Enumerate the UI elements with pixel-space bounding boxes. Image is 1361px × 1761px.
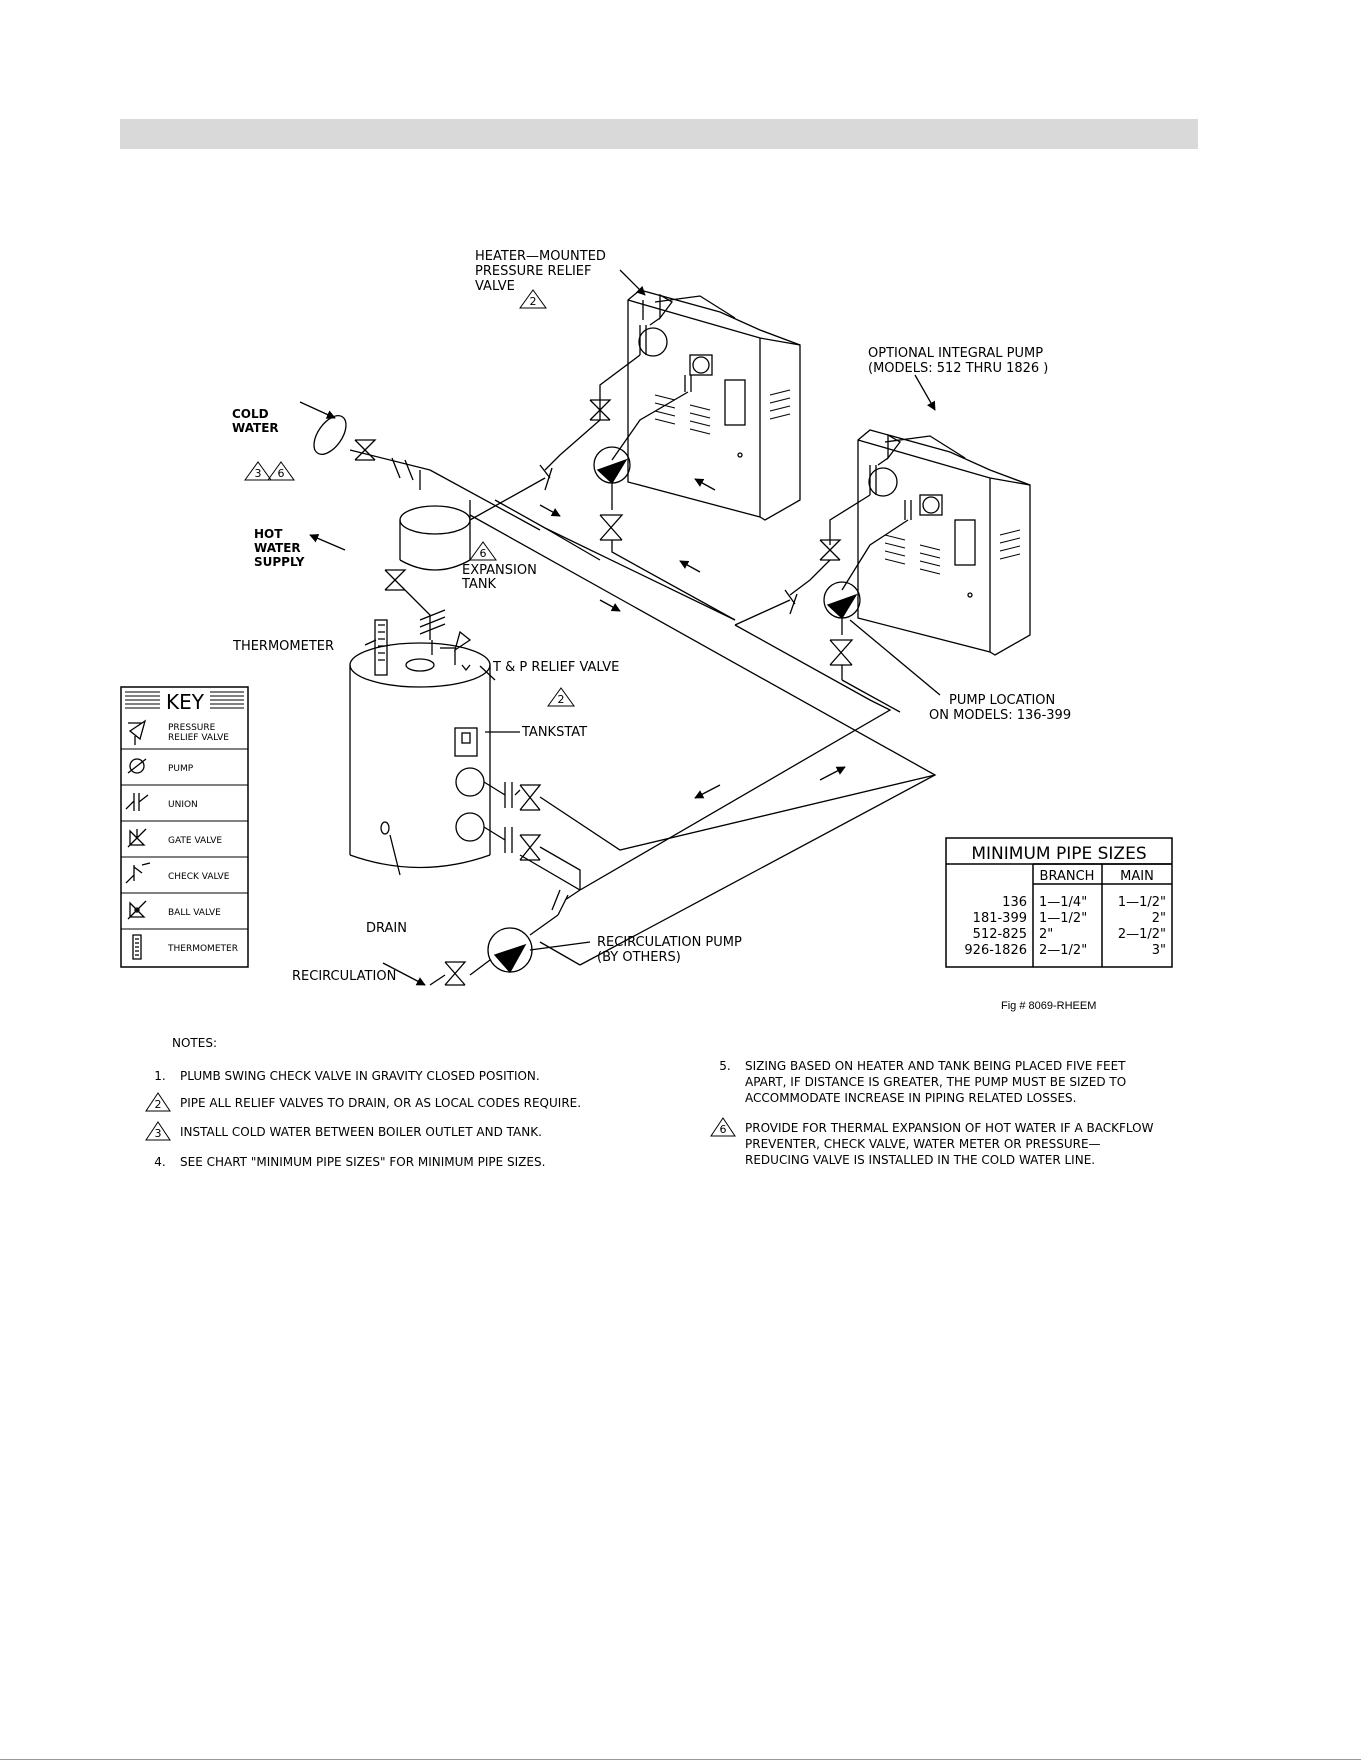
note-text: PROVIDE FOR THERMAL EXPANSION OF HOT WAT… (745, 1121, 1154, 1167)
label-recirc-pump-2: (BY OTHERS) (597, 950, 681, 965)
note-triangle-marker: 3 (140, 1121, 180, 1146)
note-item: 6 PROVIDE FOR THERMAL EXPANSION OF HOT WA… (705, 1117, 1154, 1168)
key-label: UNION (168, 800, 198, 810)
label-cold-water-2: WATER (232, 421, 279, 435)
pipe-model: 926-1826 (964, 943, 1027, 958)
pipe-model: 136 (1002, 895, 1027, 910)
notes-title: NOTES: (172, 1036, 217, 1050)
svg-text:6: 6 (720, 1123, 727, 1136)
label-heater-relief-1: HEATER—MOUNTED (475, 249, 606, 264)
key-label: PUMP (168, 764, 194, 774)
key-label: GATE VALVE (168, 836, 222, 846)
flow-arrows (539, 478, 846, 799)
header-bar (120, 119, 1198, 149)
pipe-branch-size: 2" (1039, 927, 1053, 942)
note-triangle-marker: 6 (705, 1117, 745, 1142)
key-label: PRESSURE (168, 723, 216, 733)
label-expansion-2: TANK (461, 577, 497, 592)
triangle-note-6-tank: 6 (480, 547, 487, 560)
pipe-sizes-table: MINIMUM PIPE SIZES BRANCH MAIN 136 1—1/4"… (945, 837, 1173, 968)
note-text: PLUMB SWING CHECK VALVE IN GRAVITY CLOSE… (180, 1069, 540, 1083)
key-title: KEY (166, 690, 205, 714)
pipe-branch-size: 2—1/2" (1039, 943, 1087, 958)
pipe-table-title: MINIMUM PIPE SIZES (971, 844, 1146, 864)
page-bottom-rule (0, 1759, 1361, 1760)
pipe-branch-size: 1—1/2" (1039, 911, 1087, 926)
key-label: THERMOMETER (167, 944, 238, 954)
supply-main (469, 514, 937, 966)
note-item: 2 PIPE ALL RELIEF VALVES TO DRAIN, OR AS … (140, 1092, 582, 1117)
pipe-header-branch: BRANCH (1040, 869, 1095, 884)
note-text: SEE CHART "MINIMUM PIPE SIZES" FOR MINIM… (180, 1155, 546, 1169)
note-triangle-marker: 2 (140, 1092, 180, 1117)
note-number: 4. (154, 1155, 166, 1169)
pump-icon (127, 758, 147, 774)
piping-diagram: 2 3 6 6 2 HEATER—MOUNTED PRESSURE RELIEF… (120, 249, 1173, 986)
water-heater-2 (857, 429, 1031, 656)
label-hot-water-3: SUPPLY (254, 555, 305, 569)
label-optional-pump-2: (MODELS: 512 THRU 1826 ) (868, 361, 1048, 376)
label-pump-location-1: PUMP LOCATION (949, 693, 1055, 708)
check-valve-icon (125, 862, 151, 884)
triangle-note-2-tp: 2 (558, 693, 565, 706)
pipe-main-size: 2—1/2" (1118, 927, 1166, 942)
storage-tank (349, 619, 491, 869)
gate-valve-icon (127, 828, 147, 848)
label-heater-relief-3: VALVE (475, 279, 515, 294)
label-recirculation: RECIRCULATION (292, 969, 396, 984)
note-text: SIZING BASED ON HEATER AND TANK BEING PL… (745, 1059, 1127, 1105)
label-optional-pump-1: OPTIONAL INTEGRAL PUMP (868, 346, 1043, 361)
ball-valve-icon (127, 900, 147, 920)
label-heater-relief-2: PRESSURE RELIEF (475, 264, 592, 279)
return-main (494, 499, 601, 561)
note-text: INSTALL COLD WATER BETWEEN BOILER OUTLET… (180, 1125, 542, 1139)
key-label: BALL VALVE (168, 908, 221, 918)
label-drain: DRAIN (366, 921, 407, 936)
note-number: 5. (719, 1059, 731, 1073)
key-label: CHECK VALVE (168, 872, 230, 882)
triangle-note-3: 3 (255, 467, 262, 480)
note-item: 3 INSTALL COLD WATER BETWEEN BOILER OUTLE… (140, 1121, 542, 1146)
expansion-tank (399, 505, 471, 571)
pipe-main-size: 2" (1152, 911, 1166, 926)
label-cold-water-1: COLD (232, 407, 269, 421)
pipe-main-size: 3" (1152, 943, 1166, 958)
label-tp-relief: T & P RELIEF VALVE (492, 660, 619, 675)
union-icon (125, 793, 149, 811)
label-thermometer: THERMOMETER (232, 639, 334, 654)
label-hot-water-2: WATER (254, 541, 301, 555)
label-recirc-pump-1: RECIRCULATION PUMP (597, 935, 742, 950)
figure-number: Fig # 8069-RHEEM (1001, 1000, 1097, 1012)
triangle-note-6: 6 (278, 467, 285, 480)
pipe-model: 181-399 (973, 911, 1027, 926)
label-pump-location-2: ON MODELS: 136-399 (929, 708, 1071, 723)
svg-text:2: 2 (155, 1098, 162, 1111)
note-text: PIPE ALL RELIEF VALVES TO DRAIN, OR AS L… (180, 1096, 582, 1110)
key-label: RELIEF VALVE (168, 733, 229, 743)
svg-text:3: 3 (155, 1127, 162, 1140)
note-item: 4. SEE CHART "MINIMUM PIPE SIZES" FOR MIN… (140, 1154, 545, 1170)
label-hot-water-1: HOT (254, 527, 283, 541)
note-item: 1. PLUMB SWING CHECK VALVE IN GRAVITY CLO… (140, 1068, 540, 1084)
note-item: 5. SIZING BASED ON HEATER AND TANK BEING … (705, 1058, 1126, 1106)
thermometer-icon (132, 934, 142, 960)
note-number: 1. (154, 1069, 166, 1083)
label-tankstat: TANKSTAT (521, 725, 587, 740)
pressure-relief-valve-icon (128, 719, 147, 745)
pipe-header-main: MAIN (1120, 869, 1154, 884)
pipe-branch-size: 1—1/4" (1039, 895, 1087, 910)
pipe-model: 512-825 (973, 927, 1027, 942)
label-expansion-1: EXPANSION (462, 563, 537, 578)
pipe-main-size: 1—1/2" (1118, 895, 1166, 910)
water-heater-1 (627, 289, 801, 521)
triangle-note-2: 2 (530, 295, 537, 308)
